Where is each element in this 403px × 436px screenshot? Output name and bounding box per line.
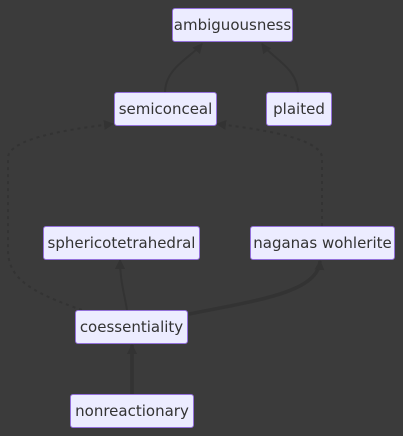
node-nonreactionary[interactable]: nonreactionary [70,394,194,428]
edge-naganas-wohlerite-to-semiconceal [216,120,323,226]
node-ambiguousness[interactable]: ambiguousness [172,8,293,42]
edge-coessentiality-to-naganas-wohlerite [188,260,325,316]
edge-coessentiality-to-semiconceal [7,120,114,311]
node-plaited[interactable]: plaited [266,92,332,126]
node-semiconceal[interactable]: semiconceal [114,92,217,126]
edge-plaited-to-ambiguousness [261,43,299,94]
node-coessentiality[interactable]: coessentiality [75,310,188,344]
edge-coessentiality-to-sphericotetrahedral [115,259,128,311]
node-sphericotetrahedral[interactable]: sphericotetrahedral [43,226,200,260]
edge-semiconceal-to-ambiguousness [164,43,203,94]
node-naganas-wohlerite[interactable]: naganas wohlerite [250,226,395,260]
